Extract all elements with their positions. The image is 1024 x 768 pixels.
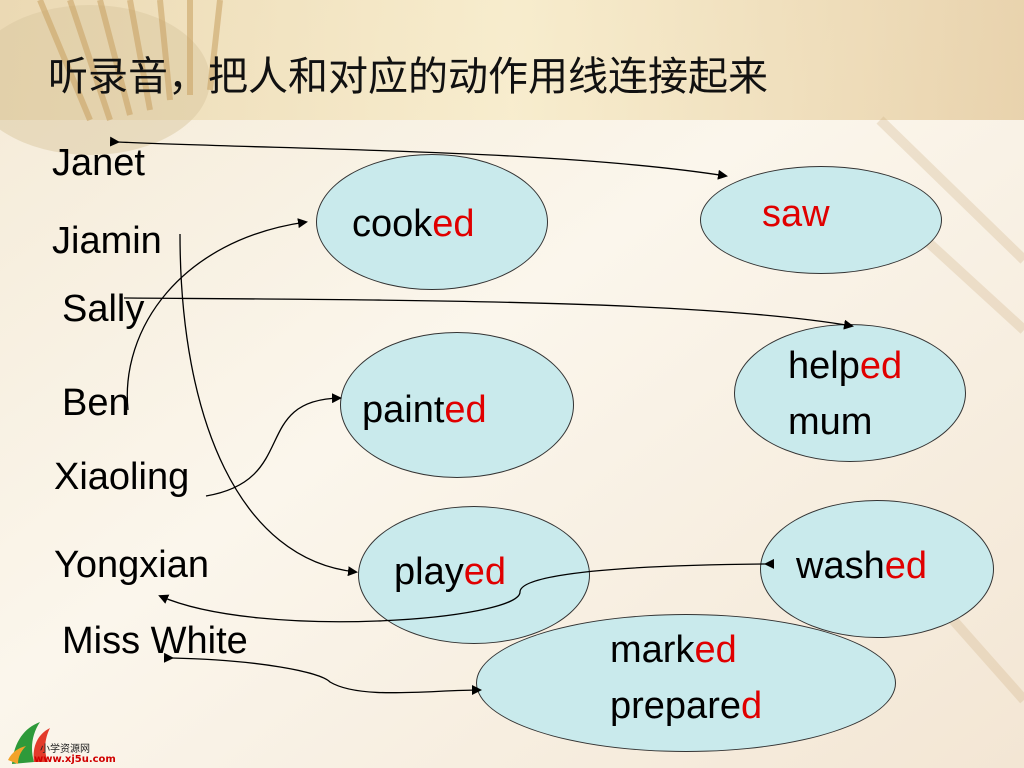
word-washed: washed [796, 545, 927, 587]
word-prepared: prepared [610, 685, 763, 727]
logo-text: 小学资源网 [40, 744, 90, 755]
word-painted: painted [362, 389, 487, 431]
oval-marked [476, 614, 896, 752]
word-marked: marked [610, 629, 737, 671]
line-misswhite-marked [163, 652, 482, 696]
site-logo-icon [8, 722, 50, 764]
word-helped: helped [788, 345, 903, 387]
instruction-title: 听录音，把人和对应的动作用线连接起来 [48, 54, 768, 100]
oval-washed [760, 500, 994, 638]
oval-helped [734, 324, 966, 462]
line-janet-saw [109, 136, 728, 180]
line-washed-yongxian [158, 558, 775, 623]
word-cooked: cooked [352, 203, 475, 245]
name-sally: Sally [62, 288, 145, 330]
logo-url: www.xj5u.com [34, 754, 116, 765]
line-ben-cooked [126, 218, 308, 411]
oval-painted [340, 332, 574, 478]
line-jiamin-played [179, 233, 358, 577]
name-xiaoling: Xiaoling [54, 456, 190, 498]
line-xiaoling-painted [205, 393, 342, 497]
word-saw: saw [762, 193, 830, 235]
name-ben: Ben [62, 382, 130, 424]
line-sally-helped [123, 297, 854, 330]
oval-saw [700, 166, 942, 274]
name-jiamin: Jiamin [52, 220, 162, 262]
word-mum: mum [788, 401, 873, 443]
